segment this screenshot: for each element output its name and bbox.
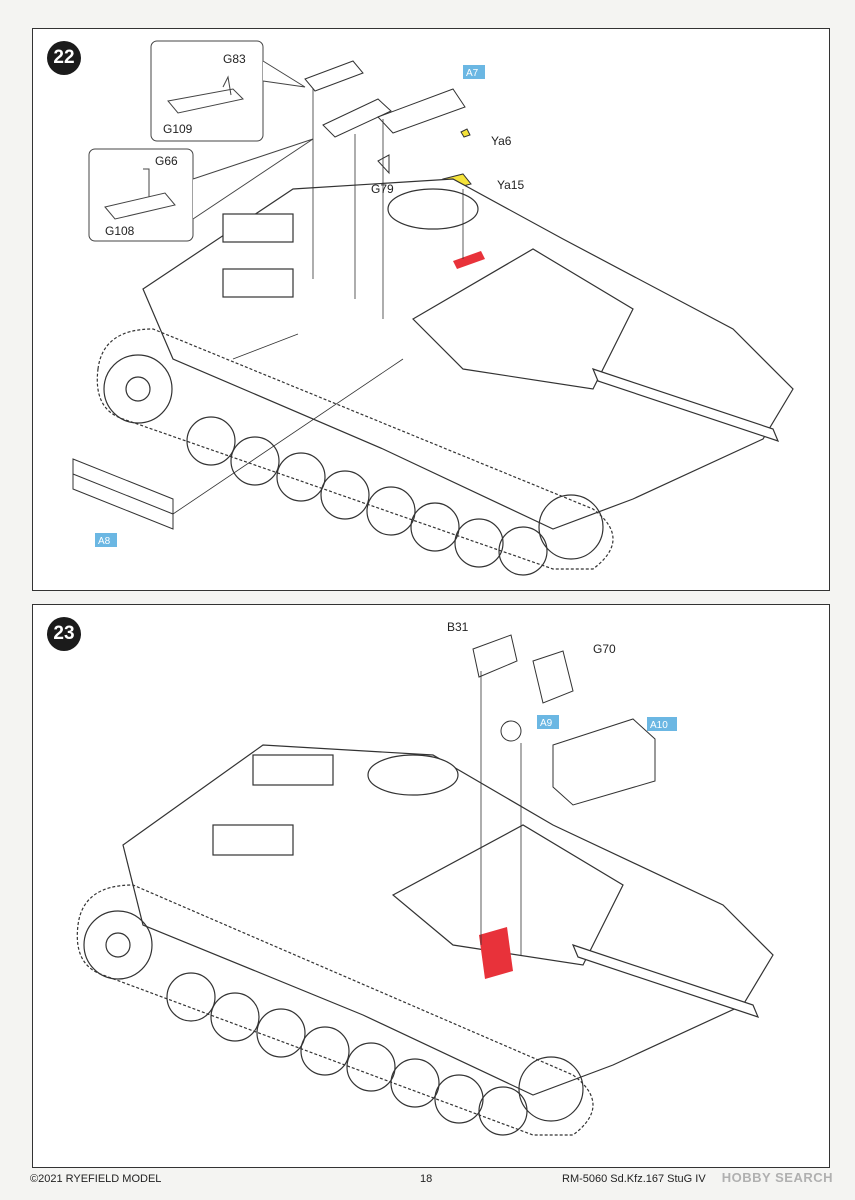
assembly-step-22: 22 [32, 28, 830, 591]
step-number-badge: 23 [47, 617, 81, 651]
vehicle-hull-23 [122, 744, 774, 1096]
callout-ya6: Ya6 [491, 134, 512, 148]
watermark-logo: HOBBY SEARCH [721, 1170, 833, 1185]
vehicle-hull-22 [142, 178, 794, 530]
assembly-step-23: 23 [32, 604, 830, 1168]
copyright-text: ©2021 RYEFIELD MODEL [30, 1173, 162, 1185]
inset-detail-g83 [150, 40, 306, 142]
callout-g109: G109 [163, 122, 193, 136]
placement-guide-lines [172, 89, 464, 515]
blue-label-a10: A10 [647, 717, 677, 731]
callout-g108: G108 [105, 224, 135, 238]
svg-text:A9: A9 [540, 718, 553, 729]
page-number: 18 [420, 1173, 433, 1185]
highlight-marker-red [453, 251, 485, 269]
svg-text:A7: A7 [466, 68, 479, 79]
product-code: RM-5060 Sd.Kfz.167 StuG IV [562, 1173, 706, 1185]
step-22-illustration: G83 G109 G66 G108 G79 Ya6 Ya15 A7 A8 [72, 40, 794, 576]
exploded-parts [304, 60, 472, 190]
callout-g83: G83 [223, 52, 246, 66]
svg-text:A10: A10 [650, 720, 668, 731]
callout-ya15: Ya15 [497, 178, 524, 192]
spare-track-a8 [72, 458, 174, 530]
highlight-marker-red [479, 927, 513, 979]
inset-detail-g66 [88, 138, 314, 242]
blue-label-a7: A7 [463, 65, 485, 79]
blue-label-a9: A9 [537, 715, 559, 729]
track-and-wheels-23 [76, 884, 594, 1136]
callout-b31: B31 [447, 620, 469, 634]
callout-g79: G79 [371, 182, 394, 196]
placement-guide-lines [480, 671, 522, 955]
callout-g70: G70 [593, 642, 616, 656]
svg-text:A8: A8 [98, 536, 111, 547]
step-23-illustration: B31 G70 A9 A10 [76, 620, 774, 1136]
exploded-parts [472, 634, 656, 806]
step-number-badge: 22 [47, 41, 81, 75]
blue-label-a8: A8 [95, 533, 117, 547]
callout-g66: G66 [155, 154, 178, 168]
track-and-wheels-22 [96, 328, 614, 576]
